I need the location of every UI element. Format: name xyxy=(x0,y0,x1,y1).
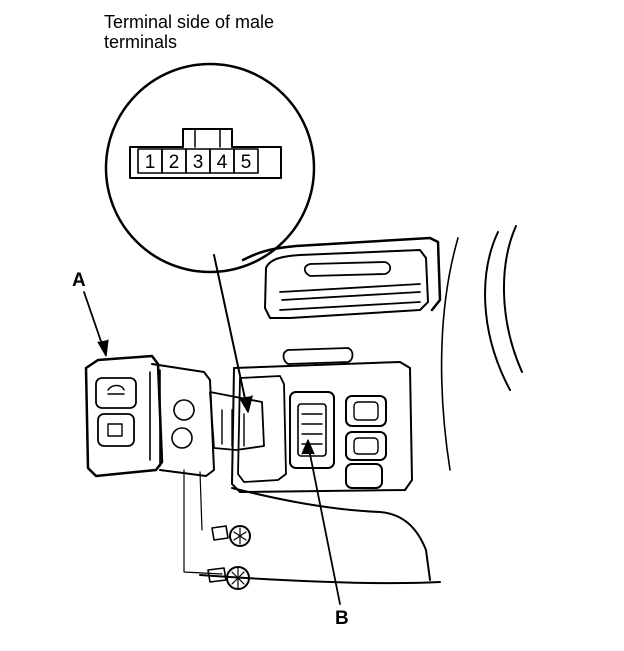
callout-b-arrowhead xyxy=(301,439,315,455)
switch-a-terminal-block xyxy=(209,391,265,451)
switch-a-symbol xyxy=(107,384,125,395)
vent-frame xyxy=(241,236,442,312)
screw-upper xyxy=(211,525,251,547)
panel-button-inner xyxy=(353,437,379,455)
callout-label-a: A xyxy=(72,270,86,291)
console-outline xyxy=(231,361,413,493)
pillar-curve xyxy=(440,237,459,471)
terminal-number-4: 4 xyxy=(217,152,228,173)
pillar-curve xyxy=(484,231,511,391)
switch-a-lamp xyxy=(107,423,123,437)
connector-outline xyxy=(129,128,282,179)
switch-cavity xyxy=(237,375,287,483)
vent-slat xyxy=(279,301,421,311)
switch-a-terminal-slots xyxy=(221,409,245,447)
switch-a xyxy=(84,354,265,478)
switch-a-button-lower xyxy=(97,413,135,447)
connector-b-face xyxy=(297,403,327,457)
magnifier-circle xyxy=(104,62,316,274)
magnifier-pointer-line xyxy=(213,254,248,409)
terminal-cell xyxy=(233,148,259,174)
switch-a-knob xyxy=(173,399,195,421)
vent-slat xyxy=(281,291,421,301)
panel-button-inner xyxy=(353,401,379,421)
magnifier-group: 1 2 3 4 5 xyxy=(104,62,316,274)
panel-button xyxy=(345,431,387,461)
terminal-number-2: 2 xyxy=(169,152,180,173)
vent-slat xyxy=(279,283,421,293)
switch-a-body-detail xyxy=(149,369,161,467)
callout-a-arrowhead xyxy=(97,339,109,357)
switch-a-button-upper xyxy=(95,377,137,409)
callout-label-b: B xyxy=(335,608,349,629)
indicator-slot xyxy=(282,347,354,365)
caption-line-1: Terminal side of male xyxy=(104,12,275,32)
guide-line xyxy=(199,471,203,531)
terminal-number-3: 3 xyxy=(193,152,204,173)
terminal-number-1: 1 xyxy=(145,152,156,173)
switch-a-bezel xyxy=(84,354,164,478)
panel-button xyxy=(345,463,383,489)
caption-line-2: terminals xyxy=(104,32,178,52)
terminal-number-5: 5 xyxy=(241,152,252,173)
vent-inner xyxy=(264,249,429,319)
pillar-curve xyxy=(502,225,523,373)
connector-b-pins xyxy=(301,413,323,445)
screw-lower xyxy=(207,566,250,590)
callout-b-leader xyxy=(307,443,341,605)
callout-a-leader xyxy=(83,291,105,351)
switch-a-knob xyxy=(171,427,193,449)
console-lower-edge xyxy=(231,487,431,581)
guide-line xyxy=(183,469,223,575)
vent-slot xyxy=(303,261,392,277)
panel-button xyxy=(345,395,387,427)
